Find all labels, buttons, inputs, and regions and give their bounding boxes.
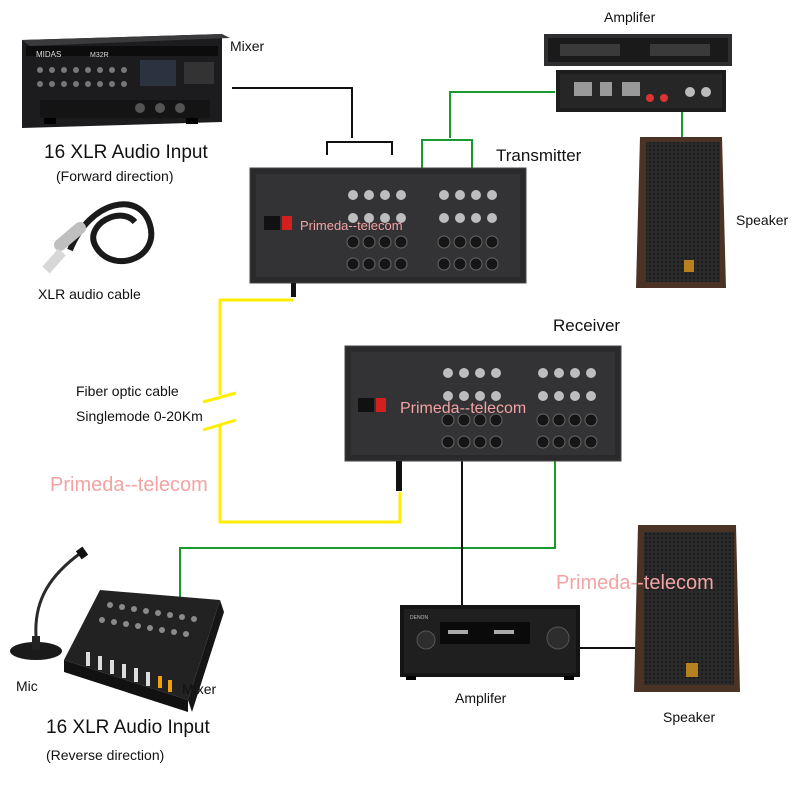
- input-reverse-title: 16 XLR Audio Input: [46, 717, 210, 738]
- watermark-transmitter: Primeda--telecom: [300, 218, 403, 233]
- speaker-top-label: Speaker: [736, 212, 789, 228]
- amplifier-bottom-label: Amplifer: [455, 690, 507, 706]
- input-forward-title: 16 XLR Audio Input: [44, 142, 208, 163]
- amp-brand-text: DENON: [410, 615, 428, 621]
- watermark-receiver: Primeda--telecom: [400, 400, 527, 417]
- amplifier-top-label: Amplifer: [604, 9, 656, 25]
- fiber-cable-label: Fiber optic cable: [76, 383, 179, 399]
- black-link-receiver-amplifier: [461, 460, 636, 649]
- digital-mixer-top: MIDAS M32R: [22, 34, 230, 128]
- microphone-image: [10, 546, 89, 660]
- analog-mixer-bottom: [64, 590, 224, 712]
- mic-label: Mic: [16, 678, 38, 694]
- mixer-top-label: Mixer: [230, 38, 265, 54]
- black-link-mixer-transmitter: [232, 87, 393, 155]
- receiver-label: Receiver: [553, 316, 621, 335]
- fiber-mode-label: Singlemode 0-20Km: [76, 408, 203, 424]
- input-reverse-subtitle: (Reverse direction): [46, 747, 165, 763]
- watermark-left: Primeda--telecom: [50, 474, 208, 496]
- receiver-chassis: [344, 345, 622, 491]
- mixer-bottom-label: Mixer: [182, 681, 217, 697]
- transmitter-chassis: [249, 167, 527, 297]
- mixer-brand-text: MIDAS: [36, 50, 61, 59]
- watermark-right: Primeda--telecom: [556, 572, 714, 594]
- xlr-cable-image: [42, 201, 155, 274]
- mixer-model-text: M32R: [90, 52, 109, 59]
- xlr-cable-label: XLR audio cable: [38, 286, 141, 302]
- speaker-bottom-label: Speaker: [663, 709, 716, 725]
- green-link-transmitter-amplifier: [421, 91, 683, 168]
- av-amplifier-bottom: DENON: [400, 605, 580, 680]
- speaker-top: [636, 137, 726, 288]
- fiber-optic-cable: [202, 298, 402, 524]
- power-amplifier-top: [544, 34, 732, 112]
- transmitter-label: Transmitter: [496, 146, 582, 165]
- input-forward-subtitle: (Forward direction): [56, 168, 174, 184]
- speaker-bottom: [634, 525, 740, 692]
